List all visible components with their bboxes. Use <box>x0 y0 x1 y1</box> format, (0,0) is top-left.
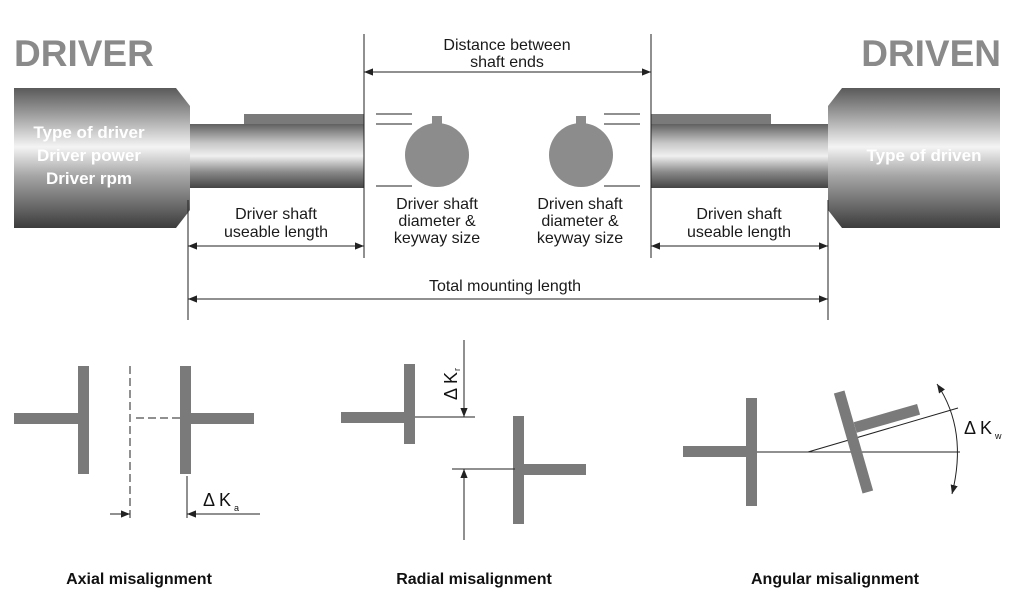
angular-misalignment-caption: Angular misalignment <box>751 571 920 588</box>
driver-useable-label-1: Driver shaft <box>235 206 317 223</box>
driver-type-label: Type of driver <box>33 123 145 142</box>
driver-useable-dimension: Driver shaft useable length <box>188 206 364 250</box>
driven-useable-label-1: Driven shaft <box>696 206 782 223</box>
driven-diameter-label-1: Driven shaft <box>537 196 623 213</box>
driven-heading: DRIVEN <box>861 33 1001 74</box>
driven-shaft-section <box>549 113 640 187</box>
driver-rpm-label: Driver rpm <box>46 169 132 188</box>
driver-shaft-section <box>376 113 469 187</box>
total-mounting-label: Total mounting length <box>429 278 581 295</box>
driver-diameter-label-2: diameter & <box>398 213 476 230</box>
angular-misalignment-figure: Δ K w Angular misalignment <box>683 383 1002 588</box>
delta-k-axial-subscript: a <box>234 503 239 513</box>
axial-misalignment-caption: Axial misalignment <box>66 571 212 588</box>
driven-type-label: Type of driven <box>867 146 982 165</box>
delta-k-angular-symbol: Δ K <box>964 418 992 438</box>
driver-shaft <box>190 124 364 188</box>
distance-between-dimension: Distance between shaft ends <box>364 37 651 76</box>
total-mounting-dimension: Total mounting length <box>188 278 828 303</box>
driver-power-label: Driver power <box>37 146 141 165</box>
delta-k-angular-subscript: w <box>994 431 1002 441</box>
driven-diameter-label-2: diameter & <box>541 213 619 230</box>
driver-key <box>244 114 364 124</box>
radial-misalignment-caption: Radial misalignment <box>396 571 552 588</box>
shaft-ends-label: shaft ends <box>470 54 544 71</box>
driver-diameter-label-3: keyway size <box>394 230 480 247</box>
delta-k-radial-subscript: r <box>452 368 462 371</box>
axial-misalignment-figure: Δ K a Axial misalignment <box>14 366 260 588</box>
driven-useable-label-2: useable length <box>687 224 791 241</box>
delta-k-axial-symbol: Δ K <box>203 490 231 510</box>
delta-k-radial-symbol: Δ K <box>441 372 461 400</box>
distance-between-label: Distance between <box>443 37 570 54</box>
driven-machine: Type of driven <box>651 88 1000 228</box>
driver-machine: Type of driver Driver power Driver rpm <box>14 88 364 228</box>
driver-useable-label-2: useable length <box>224 224 328 241</box>
driver-heading: DRIVER <box>14 33 154 74</box>
radial-misalignment-figure: Δ K r Radial misalignment <box>341 340 586 588</box>
driven-key <box>651 114 771 124</box>
driven-diameter-label-3: keyway size <box>537 230 623 247</box>
driven-shaft <box>651 124 828 188</box>
driver-diameter-label-1: Driver shaft <box>396 196 478 213</box>
driven-useable-dimension: Driven shaft useable length <box>651 206 828 250</box>
